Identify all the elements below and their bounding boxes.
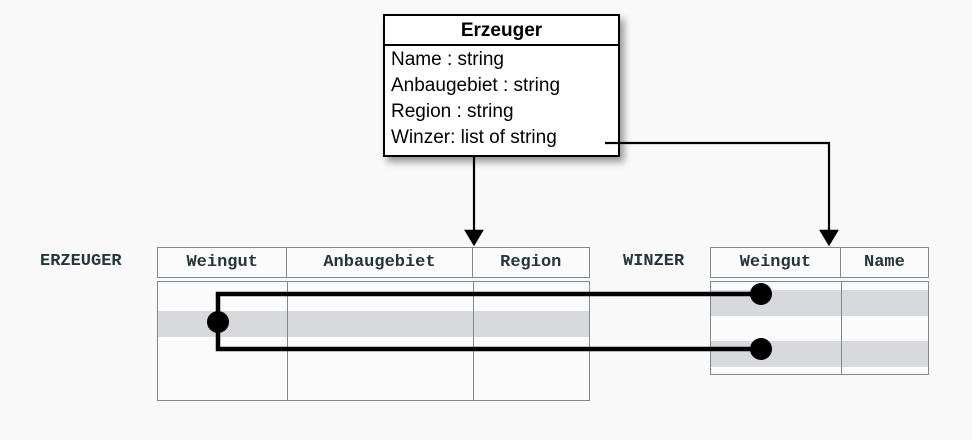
uml-attribute: Name : string xyxy=(391,49,504,70)
column-divider xyxy=(841,282,842,374)
uml-attribute: Region : string xyxy=(391,101,514,122)
column-header: Weingut xyxy=(711,248,841,277)
table-body-erzeuger xyxy=(157,281,590,401)
table-row-highlighted[interactable] xyxy=(711,341,928,367)
uml-attribute-list: Name : string Anbaugebiet : string Regio… xyxy=(385,46,618,151)
table-row-highlighted[interactable] xyxy=(711,290,928,316)
table-header-erzeuger: Weingut Anbaugebiet Region xyxy=(157,247,590,278)
table-body-winzer xyxy=(710,281,929,375)
table-label-winzer: WINZER xyxy=(623,252,685,271)
table-row[interactable] xyxy=(711,316,928,341)
column-header: Weingut xyxy=(158,248,288,277)
table-row[interactable] xyxy=(158,282,589,311)
table-label-erzeuger: ERZEUGER xyxy=(40,252,122,271)
table-row[interactable] xyxy=(158,366,589,400)
column-header: Region xyxy=(500,253,562,272)
uml-attribute: Anbaugebiet : string xyxy=(391,75,561,96)
column-divider xyxy=(287,282,288,400)
column-header: Name xyxy=(864,253,905,272)
uml-class-erzeuger: Erzeuger Name : string Anbaugebiet : str… xyxy=(383,14,620,157)
table-row-highlighted[interactable] xyxy=(158,311,589,337)
column-divider xyxy=(473,282,474,400)
table-header-winzer: Weingut Name xyxy=(710,247,929,278)
uml-class-name: Erzeuger xyxy=(385,16,618,46)
column-header: Anbaugebiet xyxy=(287,248,473,277)
uml-attribute: Winzer: list of string xyxy=(391,127,557,148)
table-row[interactable] xyxy=(158,337,589,366)
arrow-winzer-attribute-to-winzer xyxy=(605,141,839,247)
